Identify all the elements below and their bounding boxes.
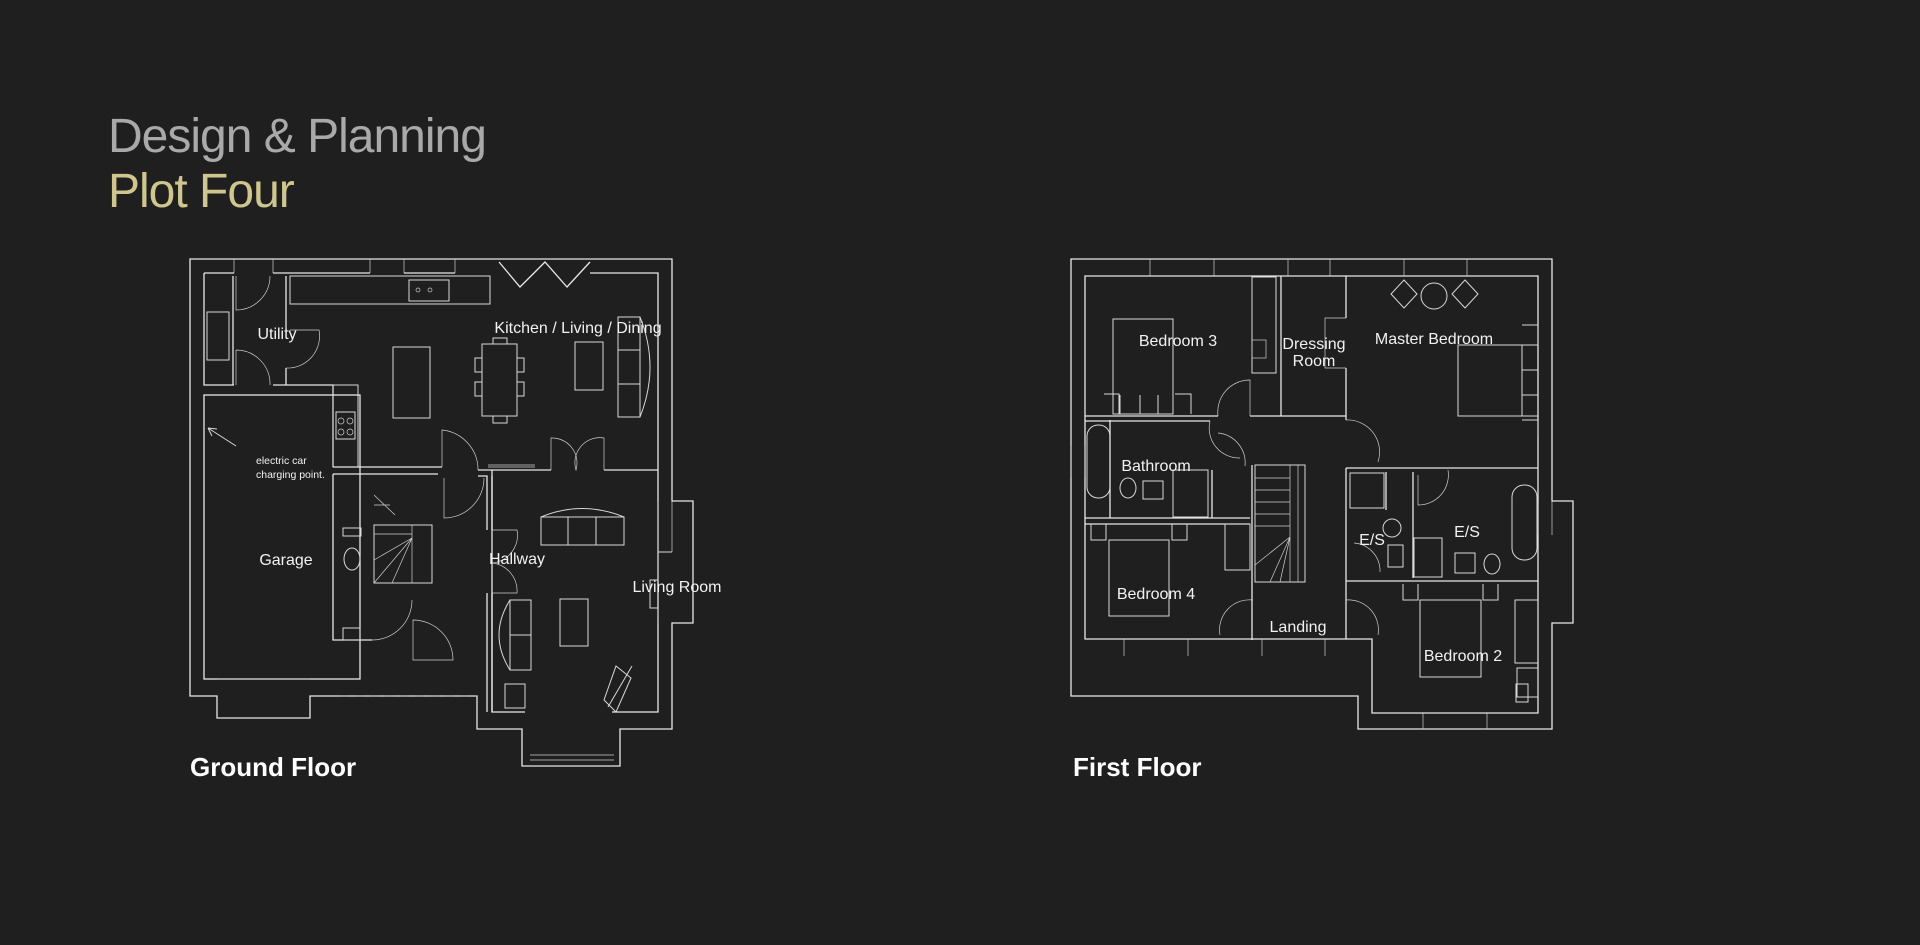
- garage-walls: [203, 394, 361, 680]
- first-outer-wall: [1070, 258, 1574, 730]
- kitchen-glazing: [488, 464, 535, 468]
- room-label-living: Living Room: [633, 579, 722, 596]
- es-bath-small: [1349, 472, 1385, 509]
- bedroom2-bed: [1419, 599, 1482, 678]
- room-label-garage: Garage: [259, 552, 312, 569]
- dining-chairs: [474, 337, 525, 424]
- bedroom4-bed: [1108, 539, 1170, 617]
- room-label-bedroom4: Bedroom 4: [1117, 586, 1195, 603]
- room-label-bathroom: Bathroom: [1121, 458, 1190, 475]
- room-label-es1: E/S: [1359, 532, 1385, 549]
- charging-note-line2: charging point.: [256, 469, 325, 481]
- room-label-dressing-line1: Dressing: [1282, 336, 1345, 353]
- hob-icon: [335, 411, 356, 440]
- ground-outer-wall: [189, 258, 694, 767]
- page-subtitle: Plot Four: [108, 165, 295, 218]
- side-table: [504, 683, 526, 709]
- bathroom-shower: [1172, 469, 1209, 518]
- charging-note-line1: electric car: [256, 455, 307, 467]
- first-stairs: [1254, 464, 1306, 583]
- room-label-bedroom2: Bedroom 2: [1424, 648, 1502, 665]
- kitchen-counter: [289, 275, 491, 305]
- es-basin: [1387, 544, 1404, 568]
- arrow-icon: [207, 427, 237, 447]
- hallway-walls: [332, 466, 658, 712]
- ground-floor-label: Ground Floor: [190, 752, 356, 782]
- hob-cabinet: [332, 384, 359, 468]
- kitchen-sofa: [617, 316, 641, 418]
- bathroom-toilet: [1119, 477, 1137, 499]
- es-bath: [1511, 484, 1538, 561]
- es-shower: [1413, 537, 1443, 578]
- room-label-hallway: Hallway: [489, 551, 545, 568]
- landing-doors: [1219, 599, 1379, 636]
- living-sofa-top: [540, 516, 625, 546]
- room-label-utility: Utility: [257, 326, 296, 343]
- toilet-icon: [343, 547, 361, 571]
- dining-table: [481, 343, 518, 417]
- living-table: [559, 598, 589, 647]
- master-bed: [1457, 344, 1523, 417]
- ground-floor-plan: Utility Kitchen / Living / Dining Garage…: [189, 258, 722, 782]
- room-label-dressing-line2: Room: [1293, 353, 1336, 370]
- room-label-bedroom3: Bedroom 3: [1139, 333, 1217, 350]
- coffee-table: [574, 341, 604, 391]
- ground-inner-wall: [204, 272, 659, 713]
- first-inner-wall: [1084, 275, 1539, 714]
- doors: [371, 429, 605, 661]
- ground-windows: [233, 259, 673, 761]
- utility-doors: [235, 275, 320, 386]
- bedroom3-bed: [1112, 318, 1174, 415]
- room-label-kitchen: Kitchen / Living / Dining: [494, 320, 661, 337]
- es-toilet: [1382, 518, 1402, 538]
- first-floor-plan: Bedroom 3 Dressing Room Master Bedroom B…: [1070, 258, 1574, 782]
- page-title: Design & Planning: [108, 110, 487, 163]
- first-windows: [1070, 259, 1553, 729]
- tv-unit: [603, 665, 633, 713]
- room-label-es2: E/S: [1454, 524, 1480, 541]
- first-doors-top: [1217, 317, 1380, 463]
- kitchen-island: [392, 346, 431, 419]
- room-label-master: Master Bedroom: [1375, 331, 1493, 348]
- bedroom3-wardrobe: [1251, 276, 1277, 374]
- fireplace: [649, 551, 672, 623]
- bathroom-bath: [1086, 424, 1111, 499]
- bathroom-basin: [1142, 480, 1164, 500]
- utility-sink: [206, 311, 230, 361]
- room-label-landing: Landing: [1270, 619, 1327, 636]
- basin-icon: [342, 627, 361, 641]
- bifold-door: [498, 261, 591, 288]
- master-side-table: [1420, 282, 1448, 310]
- ground-stairs: [373, 524, 433, 584]
- kitchen-sink-icon: [408, 279, 450, 302]
- master-armchairs: [1390, 279, 1479, 309]
- first-floor-label: First Floor: [1073, 752, 1202, 782]
